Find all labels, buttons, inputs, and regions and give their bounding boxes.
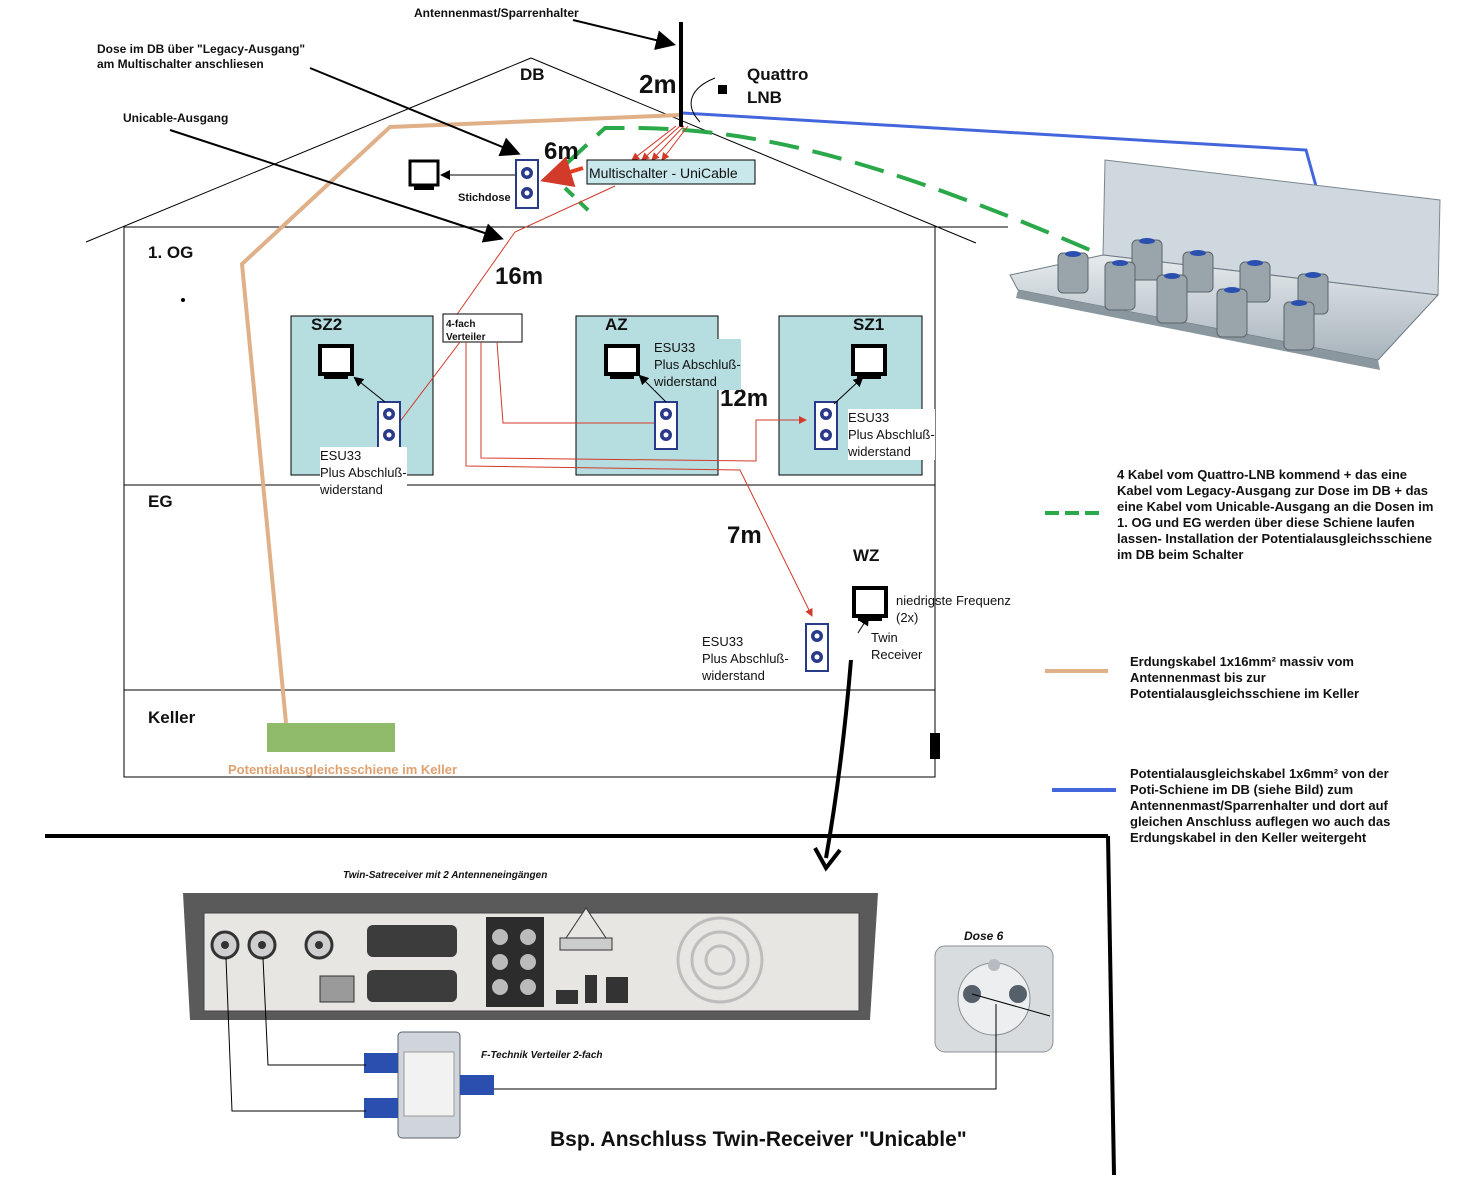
tv-icon-db xyxy=(408,159,440,187)
label-quattro-lnb: Quattro LNB xyxy=(747,65,813,107)
lnb-icon xyxy=(718,85,727,94)
label-esu-sz1: ESU33 Plus Abschluß- widerstand xyxy=(848,409,935,460)
label-og1: 1. OG xyxy=(148,243,193,262)
label-eg: EG xyxy=(148,492,173,511)
dish-icon xyxy=(690,77,716,123)
label-esu-az: ESU33 Plus Abschluß- widerstand xyxy=(654,339,741,390)
tv-icon-sz2 xyxy=(318,344,354,379)
receiver-cables xyxy=(225,957,1051,1112)
label-dist-6m: 6m xyxy=(544,138,579,165)
label-rail-keller: Potentialausgleichsschiene im Keller xyxy=(228,762,457,777)
tv-connection-arrows xyxy=(353,374,870,634)
f-connectors xyxy=(1057,239,1329,351)
zoom-arrow xyxy=(824,659,853,859)
dose-6-outlet xyxy=(934,945,1054,1053)
feed-16m xyxy=(445,185,616,331)
tv-icon-sz1 xyxy=(851,344,887,379)
f-connector-tips xyxy=(1065,238,1321,306)
annotation-arrows xyxy=(169,19,676,243)
legend-item-tan: Erdungskabel 1x16mm² massiv vom Antennen… xyxy=(1130,654,1360,701)
label-dist-7m: 7m xyxy=(727,522,762,549)
panel-frame-right xyxy=(1106,835,1116,1176)
label-splitter-4: 4-fach Verteiler xyxy=(446,319,486,343)
label-twin-receiver: Twin Receiver xyxy=(871,630,923,662)
label-dose6: Dose 6 xyxy=(964,929,1004,943)
tv-icon-wz xyxy=(852,586,888,621)
label-az: AZ xyxy=(605,315,628,334)
label-antenna-mast: Antennenmast/Sparrenhalter xyxy=(414,6,579,20)
label-legacy-outlet: Dose im DB über "Legacy-Ausgang" am Mult… xyxy=(97,42,308,71)
cable-bundle-drop xyxy=(563,186,592,214)
outlet-sz2 xyxy=(377,401,401,450)
label-unicable-output: Unicable-Ausgang xyxy=(123,111,228,125)
label-sz2: SZ2 xyxy=(311,315,342,334)
cable-bundle-dashed xyxy=(563,126,1091,252)
house-outline xyxy=(85,57,1008,778)
legacy-arrow xyxy=(540,156,584,188)
outlet-stichdose xyxy=(515,159,539,209)
label-sz1: SZ1 xyxy=(853,315,884,334)
equipotential-rail-keller xyxy=(267,723,395,752)
label-example-title: Bsp. Anschluss Twin-Receiver "Unicable" xyxy=(550,1128,967,1151)
label-twin-sat: Twin-Satreceiver mit 2 Antenneneingängen xyxy=(343,870,547,881)
f-splitter-2 xyxy=(364,1031,494,1139)
grounding-cable xyxy=(239,113,681,724)
label-f-splitter: F-Technik Verteiler 2-fach xyxy=(481,1050,603,1061)
lnb-cables xyxy=(631,125,689,161)
wall-marker xyxy=(930,733,940,759)
outlet-sz1 xyxy=(814,401,838,450)
outlet-az xyxy=(654,401,678,450)
label-keller: Keller xyxy=(148,708,196,727)
label-lowest-freq: niedrigste Frequenz (2x) xyxy=(896,593,1011,625)
label-esu-wz: ESU33 Plus Abschluß- widerstand xyxy=(702,634,789,683)
label-wz: WZ xyxy=(853,546,879,565)
label-dist-2m: 2m xyxy=(639,69,677,99)
tv-icon-az xyxy=(604,344,640,379)
legend-item-green: 4 Kabel vom Quattro-LNB kommend + das ei… xyxy=(1117,467,1434,562)
multiswitch-box xyxy=(586,159,756,185)
receiver-back-panel xyxy=(183,893,878,1020)
legend-item-blue: Potentialausgleichskabel 1x6mm² von der … xyxy=(1130,766,1391,845)
outlet-wz xyxy=(805,623,829,672)
label-esu-sz2: ESU33 Plus Abschluß- widerstand xyxy=(320,447,407,498)
splitter-4-box xyxy=(442,313,523,343)
label-stichdose: Stichdose xyxy=(458,192,511,204)
label-dist-16m: 16m xyxy=(495,263,543,290)
label-multiswitch: Multischalter - UniCable xyxy=(589,165,738,181)
label-db: DB xyxy=(520,65,545,84)
